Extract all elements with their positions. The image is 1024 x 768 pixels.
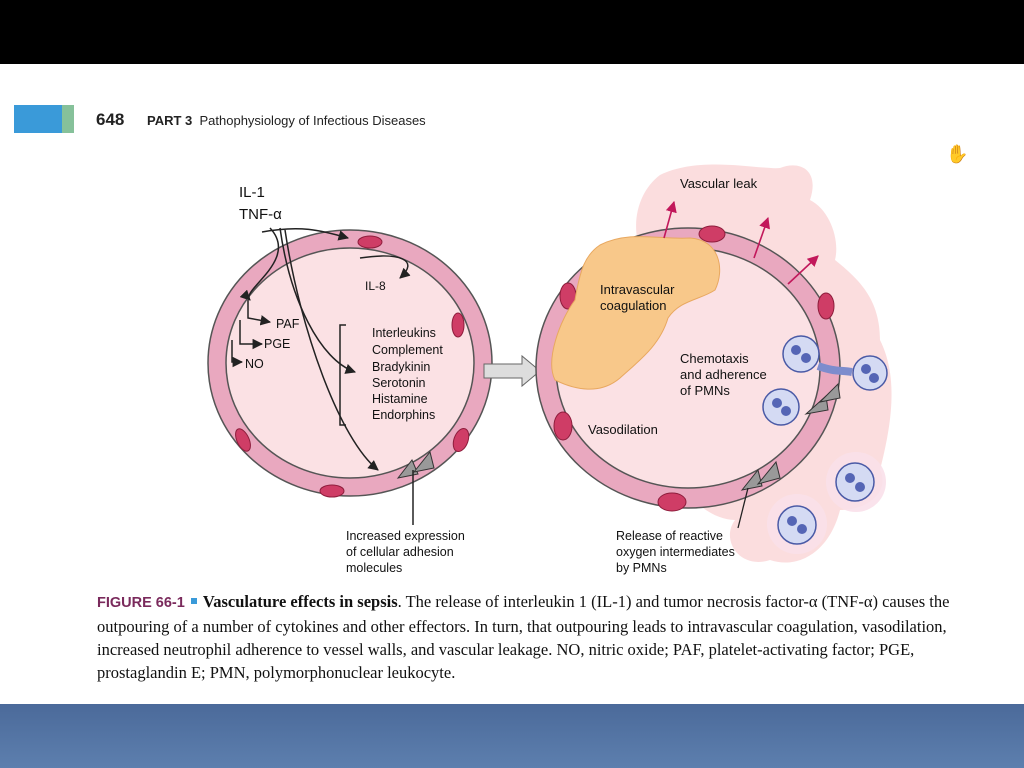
pge-label: PGE: [264, 337, 290, 351]
part-title: Pathophysiology of Infectious Diseases: [199, 113, 426, 128]
svg-text:by PMNs: by PMNs: [616, 561, 667, 575]
hand-cursor-icon: ✋: [946, 144, 969, 164]
svg-text:of cellular adhesion: of cellular adhesion: [346, 545, 454, 559]
header-color-block: [14, 105, 62, 133]
effector-item: Histamine: [372, 392, 428, 406]
svg-text:oxygen intermediates: oxygen intermediates: [616, 545, 735, 559]
right-vessel: [535, 225, 841, 512]
top-black-bar: [0, 0, 1024, 64]
leak-arrows: [663, 200, 819, 285]
paf-label: PAF: [276, 317, 300, 331]
tnf-label: TNF-α: [239, 206, 282, 223]
chemotaxis-label-3: of PMNs: [680, 383, 730, 398]
mediator-arrows: [231, 227, 414, 525]
effector-list: Interleukins Complement Bradykinin Serot…: [372, 326, 443, 422]
part-label: PART 3: [147, 113, 193, 128]
page-number: 648: [96, 110, 125, 129]
caption-square-icon: [190, 598, 197, 604]
figure-label: FIGURE 66-1: [97, 595, 185, 611]
release-pointer: [737, 487, 749, 529]
svg-text:molecules: molecules: [346, 561, 402, 575]
svg-text:Release of reactive: Release of reactive: [616, 529, 723, 543]
sepsis-figure: IL-1 TNF-α IL-8 PAF PGE NO Interleukins …: [207, 164, 892, 575]
il1-label: IL-1: [239, 184, 265, 201]
figure-title: Vasculature effects in sepsis: [202, 592, 398, 611]
header-color-block-green: [62, 105, 74, 133]
transition-arrow: [483, 354, 541, 388]
effector-item: Complement: [372, 343, 443, 357]
chemotaxis-label-1: Chemotaxis: [680, 351, 749, 366]
svg-text:Increased expression: Increased expression: [346, 529, 465, 543]
no-label: NO: [245, 357, 264, 371]
vascular-leak-label: Vascular leak: [680, 176, 758, 191]
figure-caption-body: . The release of interleukin 1 (IL-1) an…: [97, 592, 950, 682]
adhesion-label: Increased expression of cellular adhesio…: [346, 529, 465, 575]
effector-item: Bradykinin: [372, 360, 430, 374]
release-label: Release of reactive oxygen intermediates…: [616, 529, 735, 575]
il8-label: IL-8: [365, 279, 386, 293]
chemotaxis-label-2: and adherence: [680, 367, 767, 382]
effector-item: Interleukins: [372, 326, 436, 340]
left-vessel: [207, 229, 493, 498]
figure-caption: FIGURE 66-1 Vasculature effects in sepsis…: [97, 590, 997, 684]
coagulation-label-2: coagulation: [600, 298, 667, 313]
part-heading: PART 3 Pathophysiology of Infectious Dis…: [147, 113, 426, 128]
bottom-blue-bar: [0, 704, 1024, 768]
effector-item: Endorphins: [372, 408, 435, 422]
coagulation-label-1: Intravascular: [600, 282, 675, 297]
effector-item: Serotonin: [372, 376, 426, 390]
vasodilation-label: Vasodilation: [588, 422, 658, 437]
pmn-cells: [762, 335, 888, 554]
clot-shape: [551, 236, 721, 390]
